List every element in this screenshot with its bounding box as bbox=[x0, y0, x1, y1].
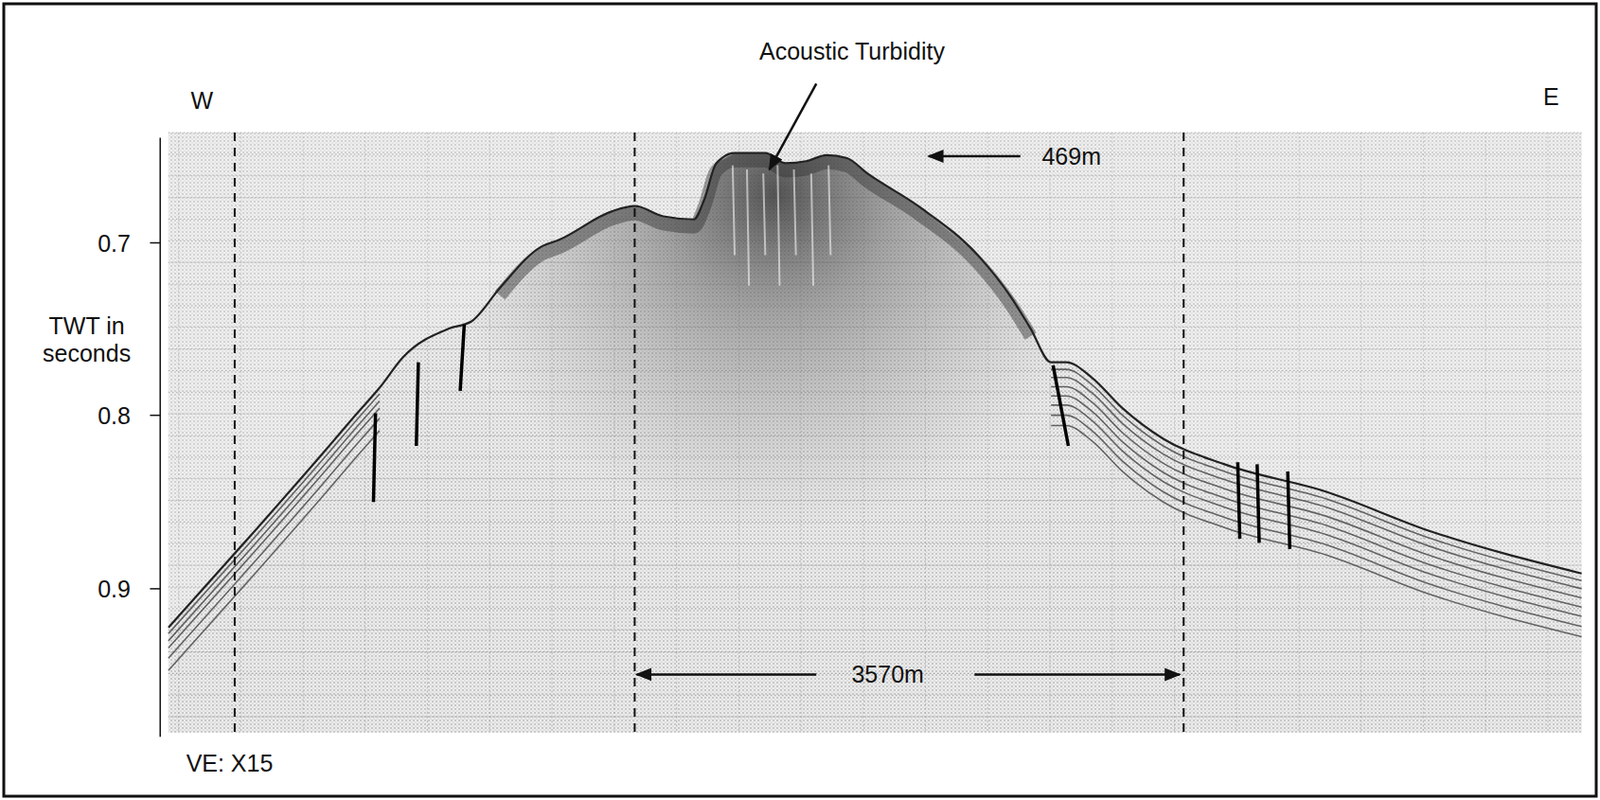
tick-label: 0.9 bbox=[97, 575, 131, 604]
water-column bbox=[168, 132, 1583, 628]
fault-line bbox=[1257, 463, 1260, 543]
depth-label: 469m bbox=[1041, 142, 1102, 171]
time-axis bbox=[159, 138, 161, 738]
pointer-arrow bbox=[637, 673, 818, 676]
fault-line bbox=[1052, 365, 1068, 446]
axis-tick bbox=[149, 414, 160, 417]
fault-line bbox=[1237, 462, 1240, 539]
tick-label: 0.7 bbox=[97, 229, 131, 257]
turbidity-streak bbox=[763, 173, 765, 255]
callout-label: Acoustic Turbidity bbox=[759, 37, 945, 66]
seafloor-reflector bbox=[168, 153, 1583, 628]
dashed-marker bbox=[1182, 132, 1185, 733]
turbidity-streak bbox=[732, 165, 735, 256]
turbidity-streak bbox=[811, 173, 814, 286]
figure-frame bbox=[3, 3, 1597, 797]
turbidity-streak bbox=[777, 165, 780, 286]
pointer-arrow bbox=[974, 673, 1180, 676]
fault-line bbox=[460, 324, 464, 392]
reflector-layer bbox=[1050, 405, 1582, 617]
axis-tick bbox=[149, 587, 160, 590]
reflector-layer bbox=[1050, 415, 1582, 627]
reflector-layer bbox=[1050, 395, 1582, 607]
axis-tick bbox=[149, 242, 160, 245]
pointer-arrow bbox=[769, 83, 818, 170]
reflector-layer bbox=[1050, 386, 1582, 598]
reflector-layer bbox=[1050, 369, 1582, 581]
record-ground bbox=[168, 132, 1583, 733]
direction-label: E bbox=[1543, 83, 1560, 111]
reflector-layer bbox=[168, 401, 380, 641]
fault-line bbox=[373, 413, 375, 503]
reflector-layer bbox=[168, 418, 380, 658]
turbidity-streak bbox=[746, 169, 749, 286]
fault-line bbox=[1287, 471, 1290, 550]
turbidity-streak bbox=[828, 165, 831, 256]
dashed-marker bbox=[633, 132, 636, 733]
tick-label: 0.8 bbox=[97, 401, 131, 429]
reflector-layer bbox=[168, 393, 380, 634]
reflector-layer bbox=[168, 408, 380, 648]
axis-title: TWT in seconds bbox=[20, 312, 154, 368]
pointer-arrow bbox=[928, 155, 1021, 159]
dimension-label: 3570m bbox=[851, 660, 924, 689]
grid-lines bbox=[168, 132, 1583, 733]
fault-line bbox=[416, 362, 419, 446]
reflector-layer bbox=[1050, 425, 1582, 637]
scale-note: VE: X15 bbox=[186, 749, 274, 778]
dashed-marker bbox=[233, 132, 236, 733]
reflector-layer bbox=[168, 430, 380, 671]
turbidity-streak bbox=[794, 169, 797, 256]
reflector-layer bbox=[1050, 377, 1582, 589]
direction-label: W bbox=[191, 86, 214, 114]
crest-band bbox=[499, 160, 1031, 337]
